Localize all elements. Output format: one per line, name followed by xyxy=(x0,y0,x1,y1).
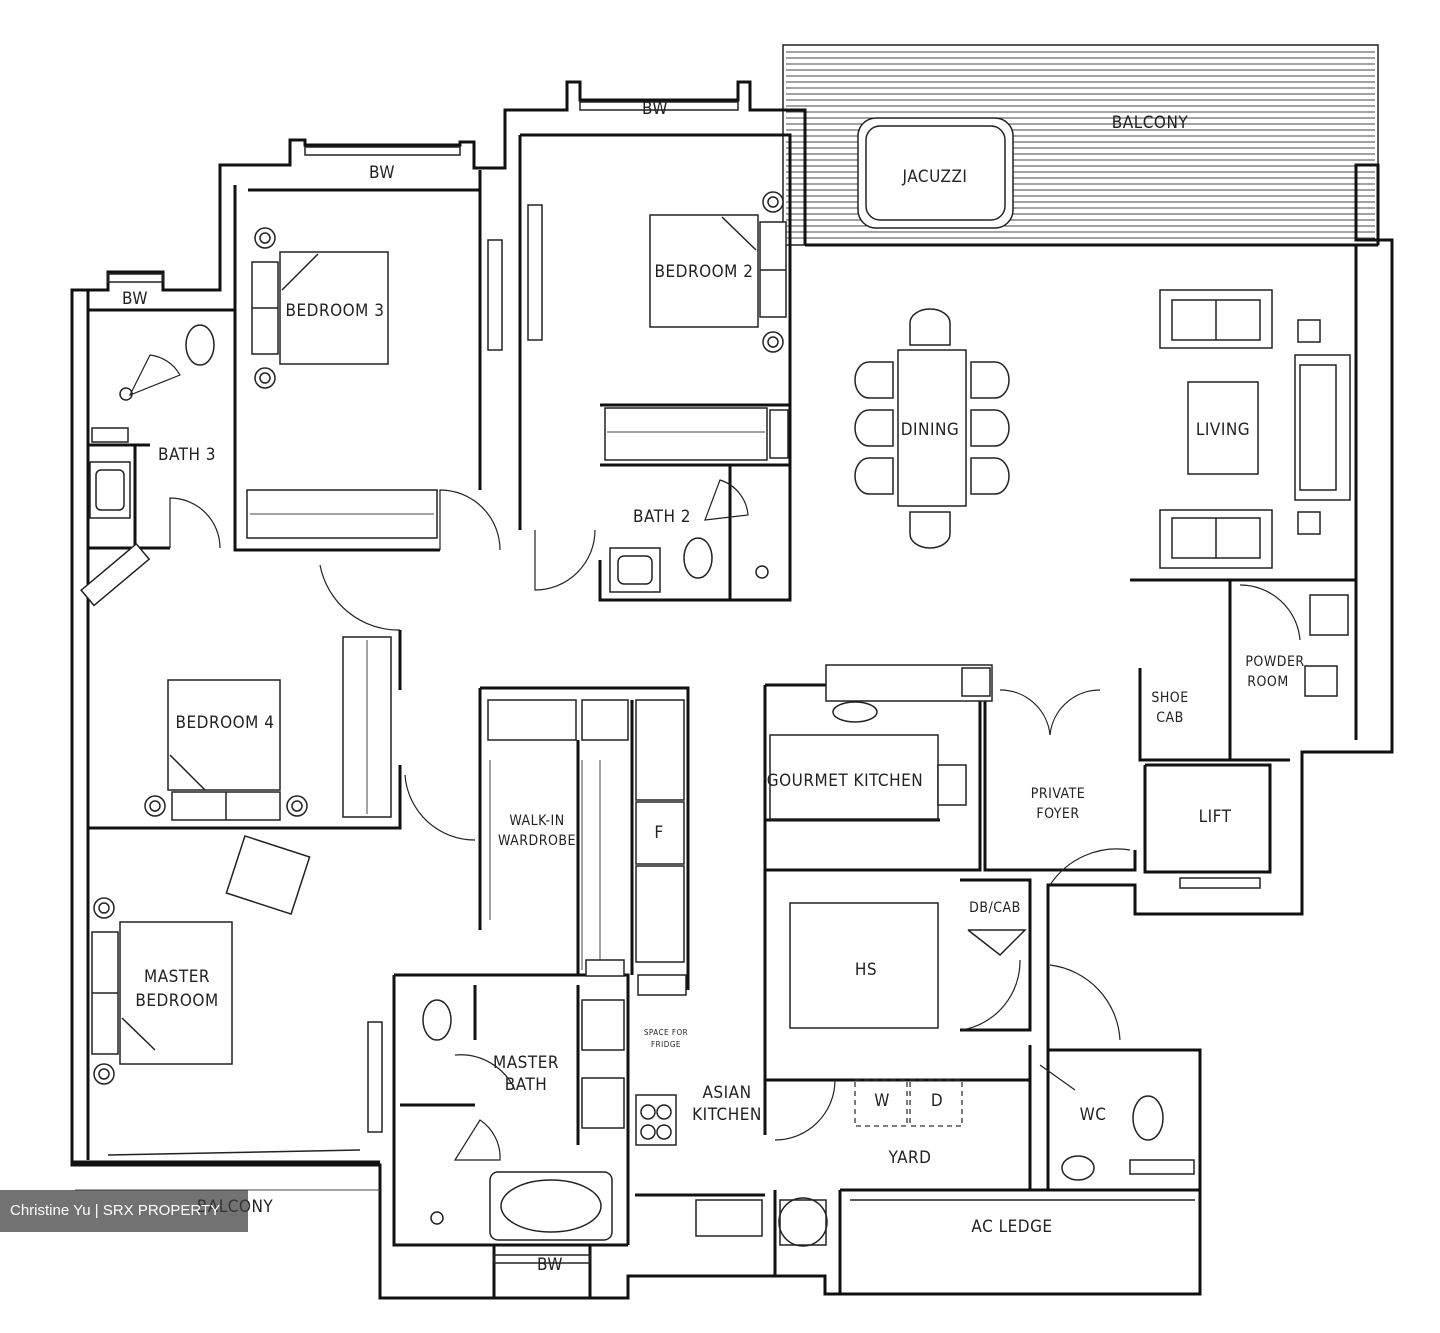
label-space-for-fridge-2: FRIDGE xyxy=(651,1040,681,1049)
label-jacuzzi: JACUZZI xyxy=(902,167,968,187)
label-shoe-cab-2: CAB xyxy=(1156,710,1184,726)
label-master-bedroom-1: MASTER xyxy=(144,967,210,987)
label-bw-bath3: BW xyxy=(122,289,148,309)
coffee-table xyxy=(1187,381,1259,475)
label-bedroom-2: BEDROOM 2 xyxy=(655,262,754,282)
dining-table xyxy=(897,349,967,507)
label-private-foyer-2: FOYER xyxy=(1036,806,1079,822)
label-asian-kitchen-1: ASIAN xyxy=(702,1083,751,1103)
washer-space xyxy=(854,1079,908,1127)
label-private-foyer-1: PRIVATE xyxy=(1031,786,1085,802)
label-bath-3: BATH 3 xyxy=(158,445,216,465)
label-powder-room-2: ROOM xyxy=(1247,674,1288,690)
label-bw-bottom: BW xyxy=(537,1255,563,1275)
label-ac-ledge: AC LEDGE xyxy=(971,1217,1052,1237)
label-yard: YARD xyxy=(888,1148,932,1168)
label-walk-in-1: WALK-IN xyxy=(509,813,564,829)
bed-bedroom-3 xyxy=(279,251,389,365)
doors xyxy=(128,354,1301,1161)
label-master-bath-2: BATH xyxy=(505,1075,547,1095)
label-master-bedroom-2: BEDROOM xyxy=(135,991,218,1011)
label-bw-top-center: BW xyxy=(642,99,668,119)
bathtub xyxy=(489,1171,613,1241)
label-shoe-cab-1: SHOE xyxy=(1151,690,1188,706)
label-gourmet-kitchen: GOURMET KITCHEN xyxy=(767,771,923,791)
label-bw-top-left: BW xyxy=(369,163,395,183)
label-washer: W xyxy=(874,1091,890,1111)
watermark: Christine Yu | SRX PROPERTY xyxy=(0,1190,248,1232)
label-bedroom-4: BEDROOM 4 xyxy=(176,713,275,733)
bed-bedroom-4 xyxy=(167,679,281,791)
label-powder-room-1: POWDER xyxy=(1245,654,1304,670)
label-bedroom-3: BEDROOM 3 xyxy=(286,301,385,321)
label-living: LIVING xyxy=(1196,420,1250,440)
furniture xyxy=(75,191,1351,1247)
household-shelter xyxy=(789,902,939,1029)
label-lift: LIFT xyxy=(1199,807,1232,827)
armchair-master xyxy=(225,835,311,915)
interior-walls xyxy=(72,133,1356,1298)
label-walk-in-2: WARDROBE xyxy=(498,833,576,849)
label-dining: DINING xyxy=(901,420,960,440)
label-hs: HS xyxy=(855,960,877,980)
label-db-cab: DB/CAB xyxy=(969,900,1021,916)
label-bath-2: BATH 2 xyxy=(633,507,691,527)
balcony-top xyxy=(782,44,1379,246)
sofa xyxy=(1294,354,1351,501)
dryer-space xyxy=(909,1079,963,1127)
label-fridge: F xyxy=(654,823,663,843)
label-balcony-top: BALCONY xyxy=(1112,113,1189,133)
label-asian-kitchen-2: KITCHEN xyxy=(692,1105,762,1125)
room-labels: BALCONY JACUZZI BW BW BW BEDROOM 2 BEDRO… xyxy=(122,99,1304,1275)
label-dryer: D xyxy=(931,1091,943,1111)
jacuzzi-tub xyxy=(857,117,1014,229)
label-master-bath-1: MASTER xyxy=(493,1053,559,1073)
windows xyxy=(107,101,1195,1264)
bed-master xyxy=(119,921,233,1065)
label-space-for-fridge-1: SPACE FOR xyxy=(644,1028,688,1037)
outer-walls xyxy=(70,80,1394,1300)
label-wc: WC xyxy=(1080,1105,1107,1125)
